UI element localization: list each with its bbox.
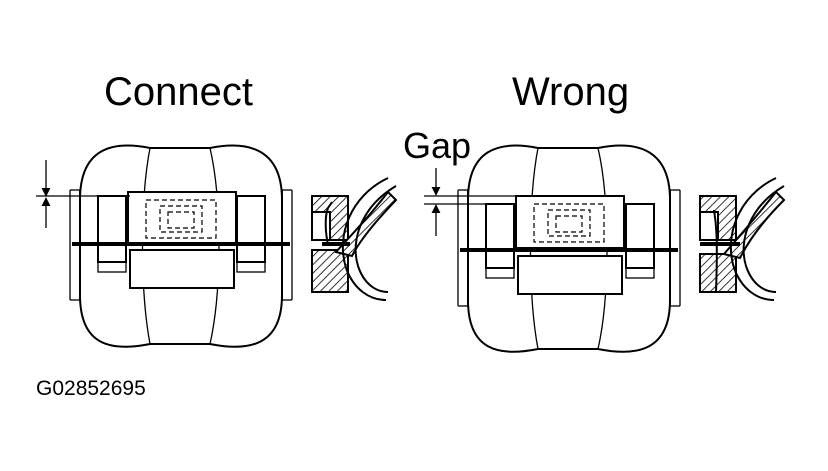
connect-connector-front — [69, 144, 293, 348]
connect-gap-indicator — [36, 160, 130, 228]
gap-label: Gap — [403, 125, 472, 166]
figure-code: G02852695 — [36, 377, 146, 400]
connect-cross-section — [311, 177, 398, 301]
wrong-gap-indicator — [424, 168, 516, 236]
connect-title: Connect — [104, 70, 253, 114]
wrong-connector-front — [457, 144, 681, 353]
wrong-title: Wrong — [512, 70, 630, 114]
wrong-cross-section — [699, 177, 786, 301]
